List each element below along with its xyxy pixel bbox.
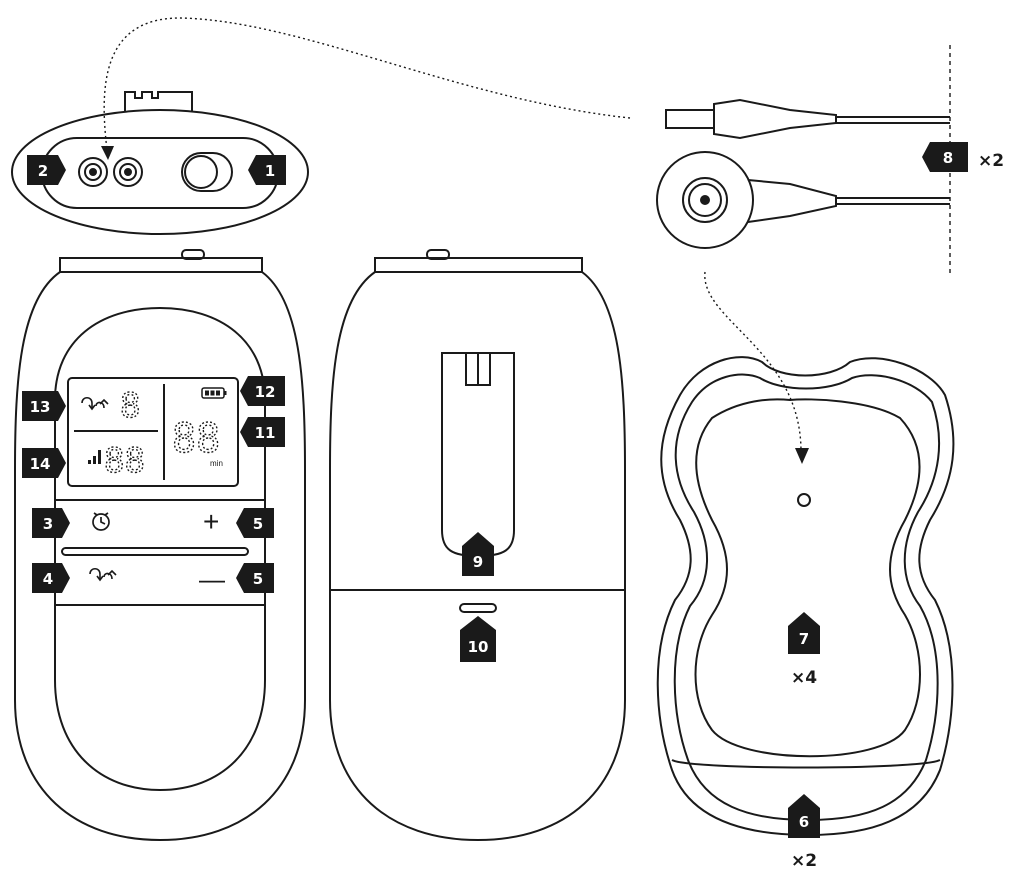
- lcd-cycle-value: 8: [120, 386, 140, 426]
- svg-text:11: 11: [255, 424, 276, 442]
- front-inner-ring: [54, 306, 266, 792]
- device-top-outline: [11, 109, 309, 235]
- callout-12: 12: [240, 376, 285, 406]
- pads-multiplier: ×4: [791, 668, 817, 688]
- timer-icon: [92, 512, 110, 531]
- battery-icon: [201, 387, 227, 399]
- callout-5-minus: 5: [236, 563, 274, 593]
- callout-1: 1: [248, 155, 286, 185]
- leads-multiplier: ×2: [978, 151, 1004, 171]
- pad-snap-hole: [797, 493, 811, 507]
- pad-sheets-multiplier: ×2: [791, 851, 817, 871]
- device-back-outline: [329, 257, 626, 842]
- timer-button[interactable]: [92, 512, 110, 531]
- svg-text:3: 3: [43, 515, 53, 533]
- svg-text:9: 9: [473, 553, 483, 571]
- pad-connector-path: [704, 271, 802, 451]
- power-switch: [181, 152, 233, 192]
- svg-text:1: 1: [265, 162, 275, 180]
- cycle-icon: [89, 567, 117, 582]
- callout-9: 9: [462, 532, 494, 576]
- cycle-icon: [81, 396, 109, 411]
- battery-door-slot: [459, 603, 497, 613]
- pin-tip: [665, 109, 715, 129]
- snap-connector: [656, 151, 754, 249]
- callout-10: 10: [460, 616, 496, 662]
- intensity-icon: [88, 450, 101, 464]
- pin-connector-body: [713, 98, 837, 140]
- minus-label: —: [199, 564, 225, 594]
- pad-sheet-outer: [656, 356, 955, 837]
- electrode-pad: [694, 398, 921, 758]
- lcd-timer-unit: min: [210, 459, 223, 468]
- electrode-pad-sheet: [656, 356, 955, 837]
- arrow-head-pad: [795, 448, 809, 464]
- callout-3: 3: [32, 508, 70, 538]
- callout-13: 13: [22, 391, 66, 421]
- lcd-timer-value: 88: [172, 416, 220, 462]
- device-front-outline: [14, 257, 306, 842]
- connector-path: [103, 17, 631, 151]
- svg-text:13: 13: [30, 398, 51, 416]
- svg-text:7: 7: [799, 630, 809, 648]
- callout-5-plus: 5: [236, 508, 274, 538]
- lead-socket-right: [113, 157, 143, 187]
- lcd-contents: 8 88 88 min: [81, 385, 227, 482]
- arrow-head-top: [101, 146, 114, 160]
- svg-text:5: 5: [253, 515, 263, 533]
- lcd-screen: [67, 377, 239, 487]
- button-divider: [61, 547, 249, 556]
- front-top-nub: [181, 249, 205, 260]
- callout-4: 4: [32, 563, 70, 593]
- plus-button[interactable]: +: [203, 506, 219, 537]
- back-top-nub: [426, 249, 450, 260]
- callout-6: 6: [788, 794, 820, 838]
- device-back-view: [329, 249, 626, 842]
- minus-button[interactable]: —: [199, 564, 225, 594]
- svg-text:10: 10: [468, 638, 489, 656]
- pad-sheet-inner: [673, 373, 941, 822]
- plus-label: +: [203, 506, 219, 537]
- callout-8: 8: [922, 142, 968, 172]
- device-front-view: [14, 249, 306, 842]
- callout-7: 7: [788, 612, 820, 654]
- svg-text:5: 5: [253, 570, 263, 588]
- svg-text:4: 4: [43, 570, 53, 588]
- callout-2: 2: [27, 155, 66, 185]
- lead-wires: [656, 98, 950, 249]
- svg-text:2: 2: [38, 162, 48, 180]
- svg-text:6: 6: [799, 813, 809, 831]
- lcd-intensity-value: 88: [104, 441, 145, 481]
- lead-socket-left: [78, 157, 108, 187]
- callout-11: 11: [240, 417, 285, 447]
- device-top-inner: [41, 137, 279, 209]
- belt-clip-top: [124, 91, 193, 112]
- device-top-view: [11, 91, 309, 235]
- svg-text:14: 14: [30, 455, 51, 473]
- cycle-button[interactable]: [89, 567, 117, 582]
- callout-14: 14: [22, 448, 66, 478]
- svg-text:12: 12: [255, 383, 276, 401]
- svg-text:8: 8: [943, 149, 953, 167]
